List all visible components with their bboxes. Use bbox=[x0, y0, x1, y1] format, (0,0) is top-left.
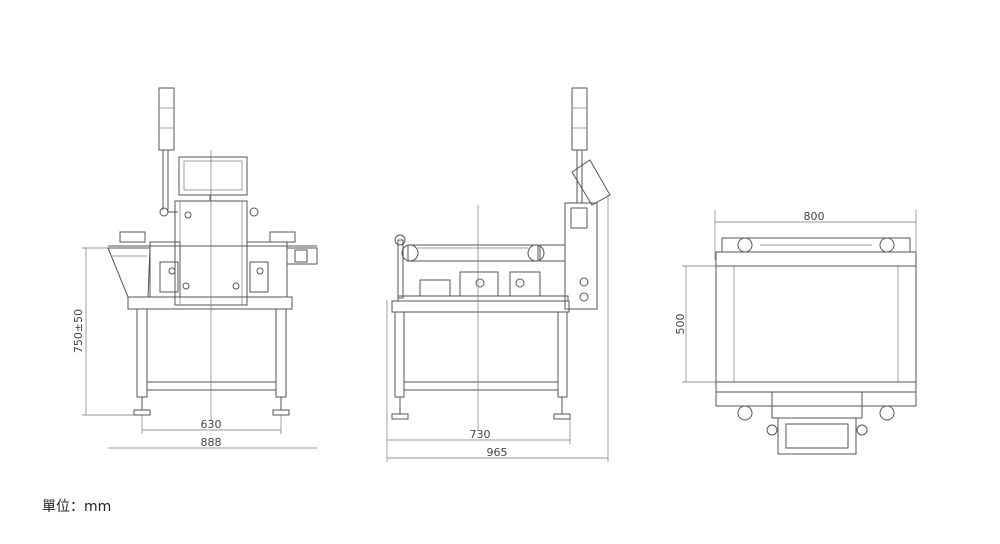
outer-width-dimension-label: 888 bbox=[201, 436, 222, 449]
display-screen bbox=[178, 156, 248, 196]
top-width-dimension-label: 800 bbox=[804, 210, 825, 223]
conveyor-belt-side bbox=[407, 244, 539, 262]
leg-left bbox=[136, 308, 148, 398]
side-outer-width-dimension-label: 965 bbox=[487, 446, 508, 459]
leg-right bbox=[275, 308, 287, 398]
height-dimension-label: 750±50 bbox=[72, 309, 85, 353]
control-cabinet-side bbox=[564, 202, 598, 310]
signal-tower bbox=[158, 87, 175, 151]
signal-tower-side bbox=[571, 87, 588, 151]
table-top-side bbox=[391, 300, 570, 313]
side-inner-width-dimension-label: 730 bbox=[470, 428, 491, 441]
top-depth-dimension-label: 500 bbox=[674, 314, 687, 335]
unit-label: 單位：mm bbox=[42, 499, 112, 515]
table-top bbox=[127, 296, 293, 310]
infeed-conveyor bbox=[107, 247, 151, 298]
top-view: 800 500 bbox=[674, 210, 917, 455]
front-view: 750±50 630 888 bbox=[72, 87, 318, 449]
conveyor-belt-top bbox=[715, 265, 917, 383]
inner-width-dimension-label: 630 bbox=[201, 418, 222, 431]
side-view: 730 965 bbox=[386, 87, 611, 462]
display-top bbox=[777, 417, 857, 455]
display-screen-side bbox=[571, 159, 611, 206]
